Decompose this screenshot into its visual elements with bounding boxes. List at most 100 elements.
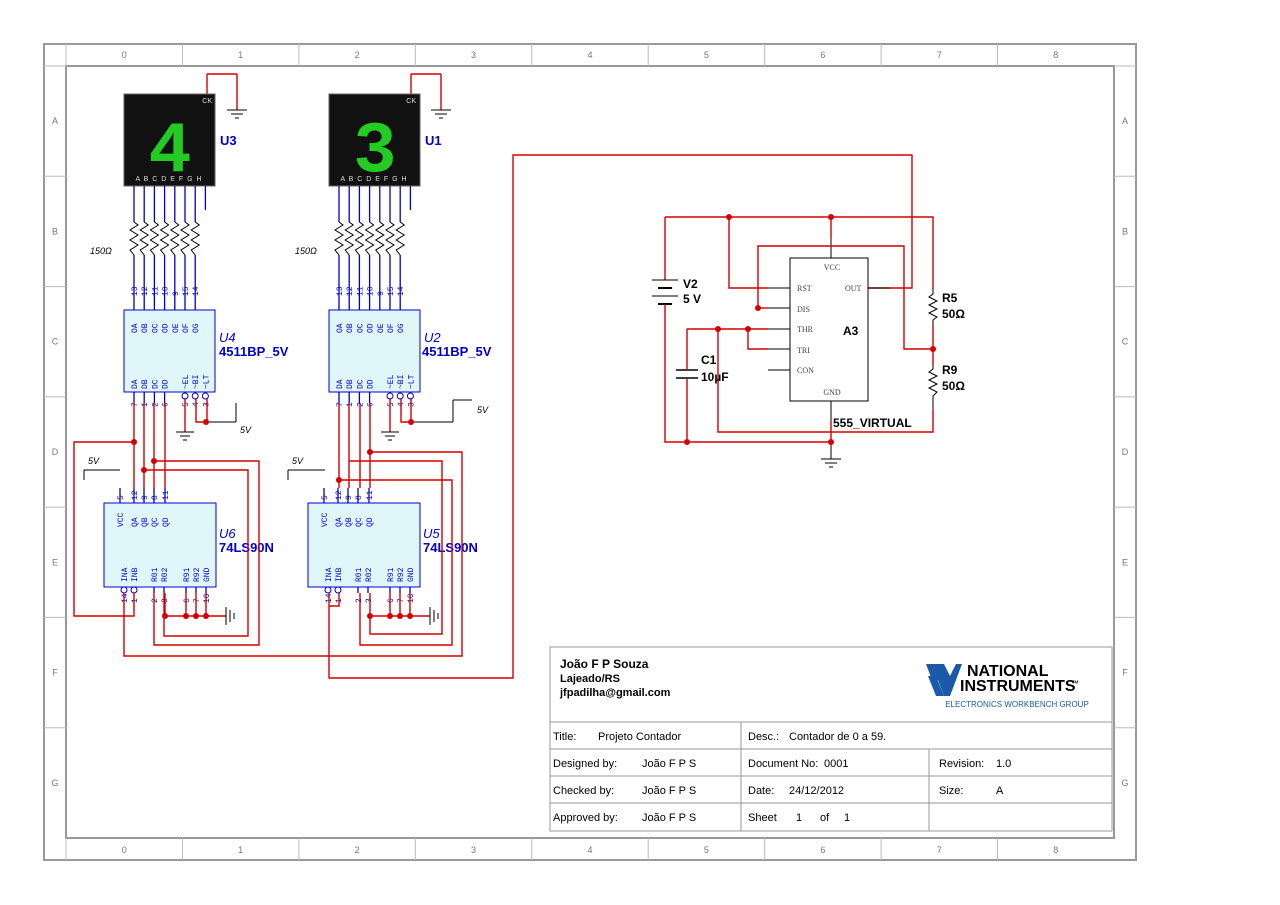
decoder-part: 4511BP_5V xyxy=(219,344,289,359)
decoder-pin-label: OC xyxy=(151,323,160,333)
row-label: F xyxy=(1122,668,1128,678)
decoder-pin-number: 6 xyxy=(367,402,376,407)
decoder-pin-label: ~LT xyxy=(202,374,211,389)
capacitor-value: 10µF xyxy=(701,370,729,384)
column-label: 6 xyxy=(820,845,825,855)
vcc-label: 5V xyxy=(477,405,489,415)
decoder-pin-label: OB xyxy=(346,323,355,333)
display-ck-label: CK xyxy=(406,98,416,105)
resistor-array-value: 150Ω xyxy=(90,246,112,256)
ni-logo: NATIONAL INSTRUMENTS ™ ELECTRONICS WORKB… xyxy=(926,663,1089,709)
decoder-pin-number: 7 xyxy=(336,402,345,407)
timer-part: 555_VIRTUAL xyxy=(833,416,912,430)
pin-number: 10 xyxy=(367,286,376,296)
author-city: Lajeado/RS xyxy=(560,673,620,685)
row-label: F xyxy=(52,668,58,678)
decoder-pin-label: ~EL xyxy=(387,374,396,389)
counter-pin-number: 9 xyxy=(141,495,150,500)
column-label: 0 xyxy=(122,50,127,60)
resistor-array-value: 150Ω xyxy=(295,246,317,256)
pin-vcc: VCC xyxy=(824,263,840,272)
pin-rst: RST xyxy=(797,284,812,293)
pin-number: 13 xyxy=(336,286,345,296)
column-label: 3 xyxy=(471,845,476,855)
decoder-pin-number: 2 xyxy=(151,402,160,407)
display-ref: U1 xyxy=(425,133,442,148)
display-ref: U3 xyxy=(220,133,237,148)
row-label: E xyxy=(52,557,58,567)
counter-part: 74LS90N xyxy=(219,540,274,555)
counter-pin-label: QA xyxy=(131,517,140,527)
counter-u6[interactable]: 5VCC12QA9QB8QC11QDINA14INB1R012R023R916R… xyxy=(103,488,274,603)
pin-thr: THR xyxy=(797,325,814,334)
display-digit: 4 xyxy=(148,111,191,193)
decoder-pin-label: OE xyxy=(172,323,181,333)
counter-pin-number: 8 xyxy=(151,495,160,500)
counter-ref: U5 xyxy=(423,526,440,541)
docno-label: Document No: xyxy=(748,758,818,770)
row-label: B xyxy=(1122,226,1128,236)
row-label: D xyxy=(1122,447,1129,457)
docno-value: 0001 xyxy=(824,758,848,770)
decoder-pin-label: ~BI xyxy=(397,375,406,389)
decoder-pin-number: 3 xyxy=(407,402,416,407)
pin-number: 14 xyxy=(397,286,406,296)
counter-pin-label: R91 xyxy=(387,567,396,582)
counter-pin-number: 12 xyxy=(131,490,140,500)
counter-pin-label: INB xyxy=(131,567,140,582)
decoder-pin-label: ~EL xyxy=(182,374,191,389)
pin-out: OUT xyxy=(845,284,862,293)
decoder-pin-number: 6 xyxy=(162,402,171,407)
counter-pin-label: R02 xyxy=(161,567,170,582)
counter-u5[interactable]: 5VCC12QA9QB8QC11QDINA14INB1R012R023R916R… xyxy=(307,488,478,603)
counter-pin-label: R91 xyxy=(183,567,192,582)
decoder-pin-label: OF xyxy=(182,323,191,333)
row-label: C xyxy=(52,337,59,347)
decoder-ref: U4 xyxy=(219,330,236,345)
decoder-pin-label: DC xyxy=(356,379,365,389)
author-email: jfpadilha@gmail.com xyxy=(559,687,671,699)
display-u3[interactable]: CK 4 A B C D E F G H U3 xyxy=(123,73,247,193)
decoder-pin-number: 2 xyxy=(356,402,365,407)
decoder-pin-label: OD xyxy=(367,323,376,333)
pin-number: 9 xyxy=(172,291,181,296)
decoder-pin-label: DB xyxy=(141,379,150,389)
counter-pin-label: VCC xyxy=(321,512,330,527)
display-u1[interactable]: CK 3 A B C D E F G H U1 xyxy=(328,73,451,193)
capacitor-ref: C1 xyxy=(701,353,717,367)
counter-pin-number: 11 xyxy=(366,490,375,500)
decoder-pin-label: OA xyxy=(336,323,345,333)
counter-pin-label: QB xyxy=(141,517,150,527)
battery-value: 5 V xyxy=(683,292,701,306)
column-label: 2 xyxy=(355,50,360,60)
timer-555[interactable]: VCC RST DIS THR TRI CON GND OUT A3 555_V… xyxy=(652,214,965,468)
counter-pin-number: 6 xyxy=(387,598,396,603)
decoder-pin-label: OE xyxy=(377,323,386,333)
resistor-r5-value: 50Ω xyxy=(942,307,965,321)
resistor-r9-ref: R9 xyxy=(942,363,958,377)
counter-pin-label: INA xyxy=(121,567,130,582)
pin-number: 15 xyxy=(387,286,396,296)
title-value: Projeto Contador xyxy=(598,731,681,743)
counter-pin-label: QD xyxy=(366,517,375,527)
counter-pin-number: 5 xyxy=(321,495,330,500)
pin-number: 13 xyxy=(131,286,140,296)
display-segment-labels: A B C D E F G H xyxy=(340,176,407,183)
row-label: A xyxy=(52,116,58,126)
pin-tri: TRI xyxy=(797,346,810,355)
sheet-value: 1 xyxy=(796,812,802,824)
display-segment-labels: A B C D E F G H xyxy=(135,176,202,183)
row-label: G xyxy=(1121,778,1128,788)
logo-tm: ™ xyxy=(1071,679,1079,688)
column-label: 1 xyxy=(238,845,243,855)
counter-pin-label: R02 xyxy=(365,567,374,582)
counter-pin-label: QC xyxy=(355,517,364,527)
column-label: 7 xyxy=(937,50,942,60)
title-block: João F P Souza Lajeado/RS jfpadilha@gmai… xyxy=(549,646,1113,832)
resistor-r5-ref: R5 xyxy=(942,291,958,305)
